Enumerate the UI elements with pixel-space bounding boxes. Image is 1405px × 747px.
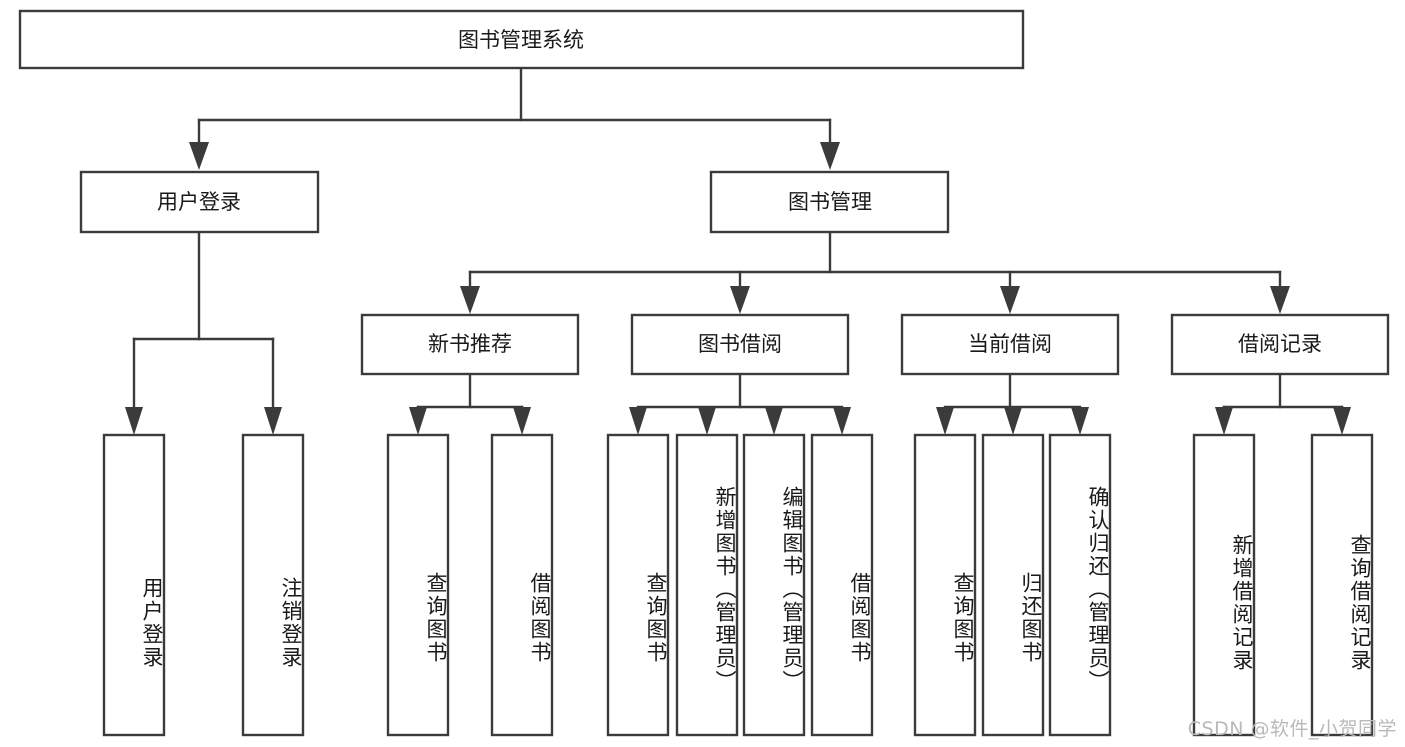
node-box[interactable] [360,313,580,376]
arrow-head-icon [698,407,716,435]
arrow-head-icon [189,142,209,170]
leaf-box-borrow-book[interactable] [810,433,874,737]
node-user-login[interactable]: 用户登录 [79,170,320,234]
arrow-head-icon [833,407,851,435]
leaf-box-borrow-book-recommend[interactable] [490,433,554,737]
connector-book-manage-to-level3 [460,230,1290,314]
node-root-book-management-system[interactable]: 图书管理系统 [18,9,1025,70]
node-book-borrow[interactable]: 图书借阅 [630,313,850,376]
connector-book-borrow-to-leaves [629,372,851,435]
leaf-box-query-book-current[interactable] [913,433,977,737]
connector-current-borrow-to-leaves [936,372,1089,435]
leaf-box-query-book-recommend[interactable] [386,433,450,737]
leaf-box-add-book-admin[interactable] [675,433,739,737]
arrow-head-icon [1000,286,1020,314]
arrow-head-icon [513,407,531,435]
node-borrow-record[interactable]: 借阅记录 [1170,313,1390,376]
arrow-head-icon [1215,407,1233,435]
arrow-head-icon [1333,407,1351,435]
csdn-watermark: CSDN @软件_小贺同学 [1187,718,1397,740]
arrow-head-icon [125,407,143,435]
node-box[interactable] [630,313,850,376]
node-label: 图书管理系统 [458,28,584,52]
node-label: 图书借阅 [698,332,782,356]
node-current-borrow[interactable]: 当前借阅 [900,313,1120,376]
leaf-box-edit-book-admin[interactable] [742,433,806,737]
node-box[interactable] [18,9,1025,70]
node-label: 图书管理 [788,190,872,214]
arrow-head-icon [765,407,783,435]
node-label: 当前借阅 [968,332,1052,356]
arrow-head-icon [936,407,954,435]
leaf-box-user-login[interactable] [102,433,166,737]
node-label: 借阅记录 [1238,332,1322,356]
arrow-head-icon [460,286,480,314]
arrow-head-icon [1270,286,1290,314]
arrow-head-icon [1071,407,1089,435]
connector-borrow-record-to-leaves [1215,372,1351,435]
connector-root-to-level2 [189,66,840,170]
node-box[interactable] [1170,313,1390,376]
node-label: 新书推荐 [428,332,512,356]
leaf-box-query-book-borrow[interactable] [606,433,670,737]
leaf-box-return-book[interactable] [981,433,1045,737]
node-box[interactable] [709,170,950,234]
arrow-head-icon [409,407,427,435]
node-new-book-recommend[interactable]: 新书推荐 [360,313,580,376]
node-label: 用户登录 [157,190,241,214]
arrow-head-icon [264,407,282,435]
arrow-head-icon [629,407,647,435]
leaf-box-logout[interactable] [241,433,305,737]
node-box[interactable] [79,170,320,234]
node-book-management[interactable]: 图书管理 [709,170,950,234]
leaf-box-confirm-return-admin[interactable] [1048,433,1112,737]
node-box[interactable] [900,313,1120,376]
leaf-box-add-borrow-record[interactable] [1192,433,1256,737]
arrow-head-icon [1004,407,1022,435]
connector-new-book-to-leaves [409,372,531,435]
arrow-head-icon [730,286,750,314]
connector-user-login-to-leaves [125,230,282,435]
leaf-box-query-borrow-record[interactable] [1310,433,1374,737]
arrow-head-icon [820,142,840,170]
